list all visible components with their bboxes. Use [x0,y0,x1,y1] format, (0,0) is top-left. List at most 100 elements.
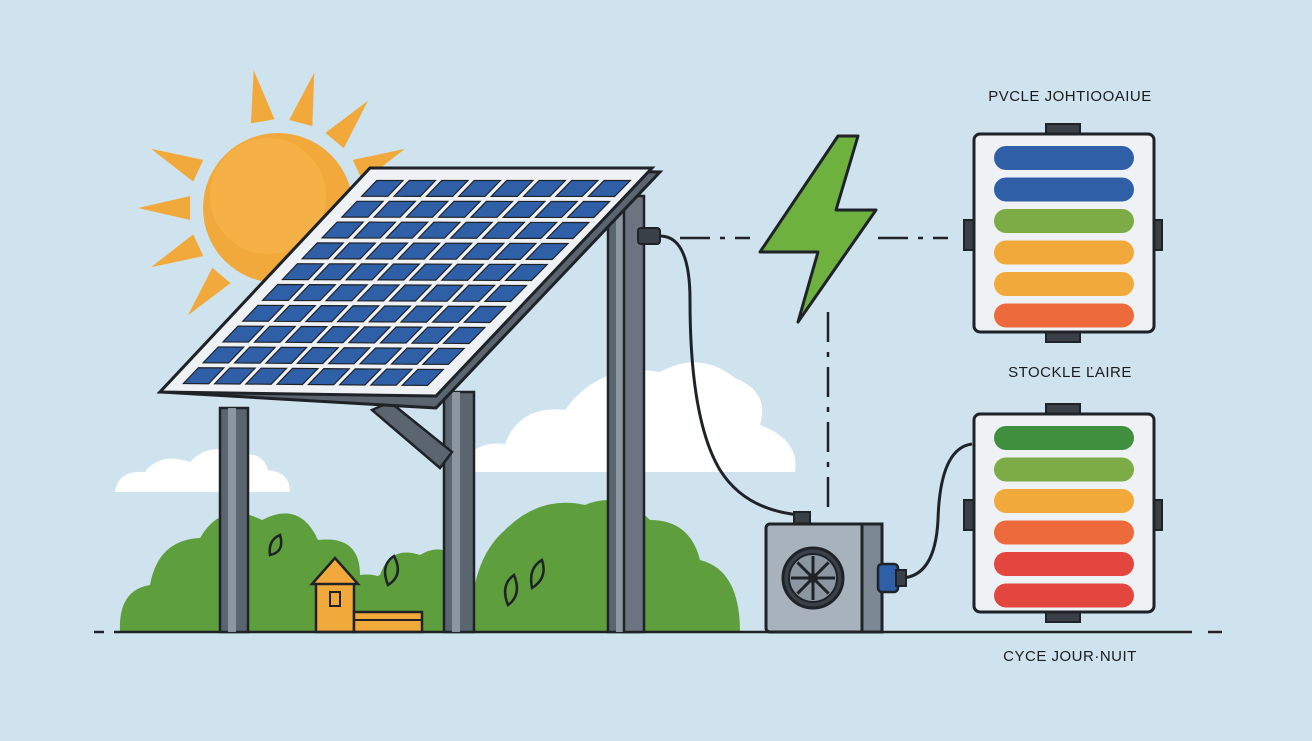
panel-cell [384,221,430,239]
dashed-connector [680,236,948,510]
battery-level-bar [994,489,1134,513]
battery-level-bar [994,520,1134,545]
panel-cell [320,221,365,239]
panel-cell [360,179,405,197]
panel-cell [460,242,506,260]
panel-cell [472,263,517,281]
panel-cell [316,326,360,344]
sun-ray [151,234,204,268]
panel-cell [221,325,265,343]
label-day-night-cycle: CYCE JOUR·NUIT [1003,648,1137,665]
panel-cell [312,263,357,281]
panel-cell [336,305,381,323]
panel-cell [340,200,385,218]
panel-cell [449,221,494,239]
panel-support-frame [218,194,646,634]
panel-cell [501,200,547,218]
panel-cell [327,347,372,365]
battery-level-bar [994,457,1134,482]
panel-cell [442,326,487,345]
cloud-icon [115,449,290,492]
battery-level-bar [994,177,1134,202]
solar-panel-icon [156,166,664,410]
panel-cell [304,305,349,323]
panel-cell [522,179,567,198]
panel-cell [273,304,317,323]
panel-cell [483,284,528,303]
panel-cell [369,368,414,386]
panel-cell [372,200,417,218]
sun-ray [138,196,190,220]
panel-cell [233,346,277,364]
panel-cell [392,179,437,197]
panel-cell [492,242,538,260]
junction-box [637,227,661,245]
inverter-icon [764,511,907,634]
panel-cell [469,200,514,218]
panel-cell [292,284,337,302]
panel-cell [281,263,325,281]
panel-cell [295,346,340,365]
panel-cell [481,221,526,239]
battery-level-bar [994,426,1134,450]
panel-cell [253,325,297,343]
panel-cell [421,347,466,366]
panel-cell [275,367,320,386]
sun-ray [289,72,315,127]
panel-cell [379,326,424,344]
fan-icon [781,546,845,610]
leaf-icon [268,533,545,607]
sun-ray [250,70,275,124]
panel-cell [244,367,288,385]
panel-cell [213,367,257,385]
panel-cell [399,305,444,323]
panel-cell [410,326,455,344]
cable [659,234,973,580]
panel-cell [440,263,485,281]
sun-ray [151,148,204,182]
battery-icon-bottom [963,403,1163,623]
panel-cell [404,200,450,218]
panel-cell [356,284,401,302]
panel-cell [566,200,612,219]
panel-cell [358,347,403,365]
sun-ray [188,267,231,316]
panel-cell [261,283,305,302]
panel-cell [420,284,465,302]
panel-cell [431,305,476,323]
panel-cell [264,346,309,364]
lightning-bolt-icon [758,134,878,324]
panel-cell [324,284,369,302]
panel-cell [376,263,421,281]
panel-cell [489,179,535,198]
sun-ray [325,100,368,149]
panel-cell [554,179,600,198]
battery-level-bar [994,146,1134,170]
panel-cell [352,221,397,239]
battery-level-bar [994,303,1134,328]
panel-cell [408,263,453,281]
panel-cell [400,368,445,387]
panel-cell [338,368,382,386]
panel-cell [367,305,412,323]
panel-cell [524,242,570,261]
battery-level-bar [994,272,1134,296]
panel-cell [451,284,497,302]
battery-level-bar [994,583,1134,608]
panel-cell [545,221,591,240]
panel-cell [388,284,433,302]
house-icon [309,556,424,634]
panel-cell [390,347,435,365]
panel-cell [284,325,329,344]
panel-cell [457,179,502,197]
panel-cell [241,304,285,322]
panel-cell [504,263,549,282]
battery-level-bar [994,552,1134,576]
bush-icon [119,500,740,632]
panel-cell [586,179,632,198]
panel-cell [513,221,559,240]
panel-cell [307,368,351,386]
panel-cell [417,221,462,239]
battery-icon-top [963,123,1163,343]
